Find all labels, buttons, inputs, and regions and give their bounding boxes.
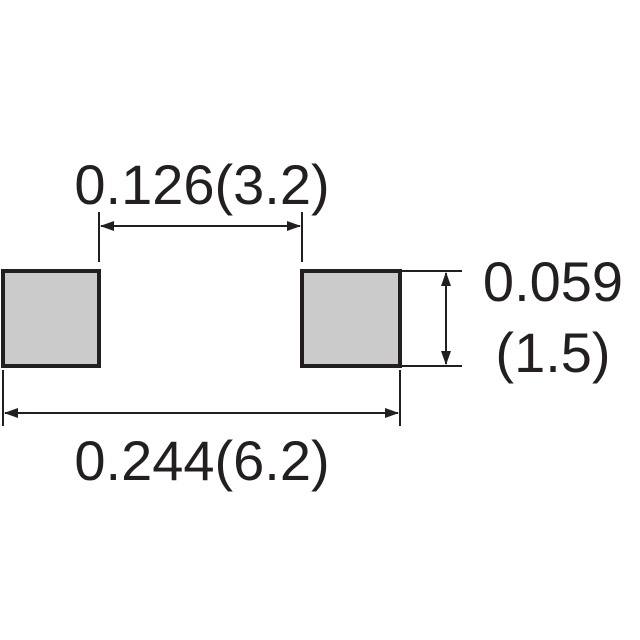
height-label-inch: 0.059 [483, 250, 623, 313]
gap-label: 0.126(3.2) [74, 153, 329, 216]
overall-label: 0.244(6.2) [74, 429, 329, 492]
height-label-mm: (1.5) [495, 321, 610, 384]
left-pad [1, 269, 101, 368]
right-pad [300, 269, 402, 368]
gap-dimension: 0.126(3.2) [74, 153, 330, 262]
height-dimension: 0.059 (1.5) [402, 250, 623, 384]
overall-dimension: 0.244(6.2) [2, 370, 401, 492]
